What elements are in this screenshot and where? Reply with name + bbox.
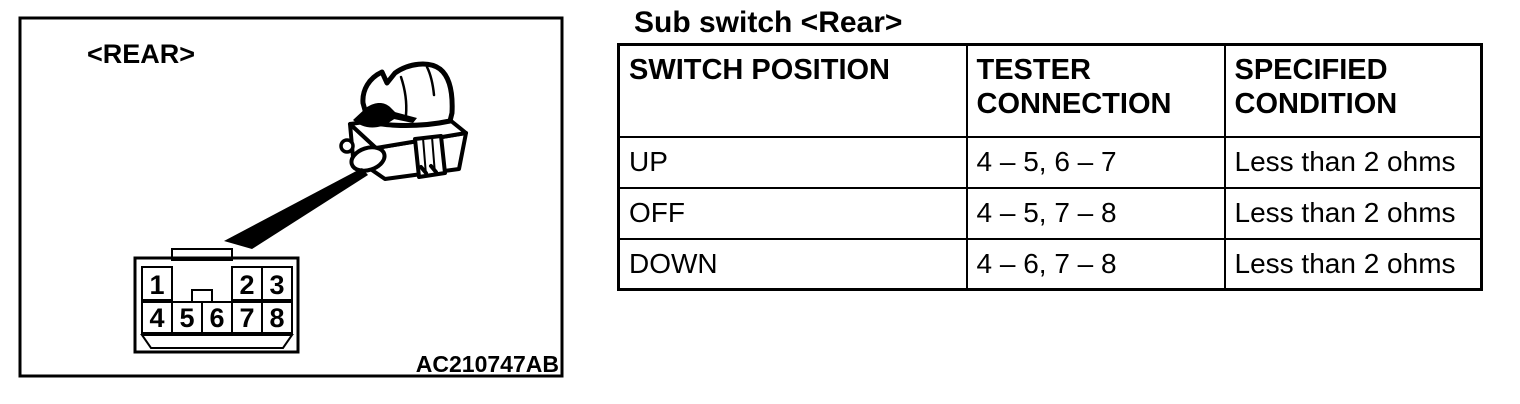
view-label: <REAR> <box>87 39 195 69</box>
cap-detail-line <box>425 65 436 97</box>
table-row: DOWN 4 – 6, 7 – 8 Less than 2 ohms <box>617 237 1483 291</box>
cell-switch-position: OFF <box>617 186 968 240</box>
pin-number: 8 <box>269 303 284 333</box>
cell-tester-connection: 4 – 5, 6 – 7 <box>965 135 1226 189</box>
table-row: OFF 4 – 5, 7 – 8 Less than 2 ohms <box>617 186 1483 240</box>
header-switch-position: SWITCH POSITION <box>617 43 968 138</box>
pointer-arrow <box>224 168 368 249</box>
rear-switch-figure: <REAR> <box>18 16 564 378</box>
cell-tester-connection: 4 – 5, 7 – 8 <box>965 186 1226 240</box>
switch-base-lobe <box>349 145 387 173</box>
header-tester-connection: TESTER CONNECTION <box>965 43 1226 138</box>
connector-bottom-bevel <box>140 334 294 349</box>
spec-table: SWITCH POSITION TESTER CONNECTION SPECIF… <box>617 43 1483 291</box>
connector-pinout: 1 2 3 4 5 6 7 8 <box>133 248 300 354</box>
terminal-tab-marks <box>419 164 438 175</box>
switch-pivot-ring <box>339 138 355 154</box>
switch-terminal-tab <box>413 134 447 179</box>
figure-border <box>18 16 564 378</box>
connector-key-notch <box>191 289 213 303</box>
pin-number: 4 <box>149 303 164 333</box>
pin-cavity <box>261 266 293 301</box>
pin-number: 1 <box>149 270 164 300</box>
header-specified-condition: SPECIFIED CONDITION <box>1223 43 1483 138</box>
sub-switch-illustration <box>339 61 468 181</box>
pin-number: 5 <box>179 303 194 333</box>
pin-number: 7 <box>239 303 254 333</box>
pin-cavity <box>261 301 293 334</box>
table-row: UP 4 – 5, 6 – 7 Less than 2 ohms <box>617 135 1483 189</box>
cap-detail-line <box>399 75 408 117</box>
cell-switch-position: DOWN <box>617 237 968 291</box>
cell-specified-condition: Less than 2 ohms <box>1223 135 1483 189</box>
cap-shadow-streak <box>389 111 417 123</box>
connector-top-tab <box>171 248 233 261</box>
cell-switch-position: UP <box>617 135 968 189</box>
section-title: Sub switch <Rear> <box>634 6 903 39</box>
cell-tester-connection: 4 – 6, 7 – 8 <box>965 237 1226 291</box>
pin-number: 2 <box>239 270 254 300</box>
cell-specified-condition: Less than 2 ohms <box>1223 237 1483 291</box>
pin-cavity <box>141 266 173 301</box>
table-header-row: SWITCH POSITION TESTER CONNECTION SPECIF… <box>617 43 1483 138</box>
figure-code: AC210747AB <box>416 351 559 377</box>
pin-number: 6 <box>209 303 224 333</box>
pin-number: 3 <box>269 270 284 300</box>
cell-specified-condition: Less than 2 ohms <box>1223 186 1483 240</box>
cap-shadow <box>353 102 399 128</box>
connector-outline <box>133 256 300 354</box>
